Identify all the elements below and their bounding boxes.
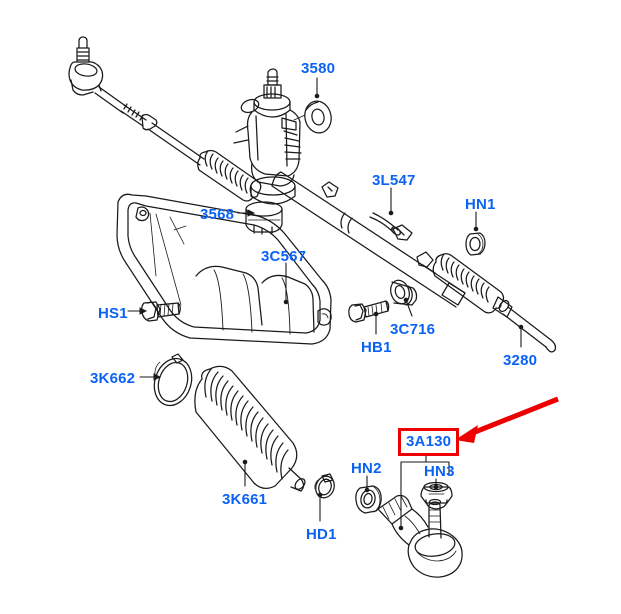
callout-HS1[interactable]: HS1 bbox=[98, 305, 128, 322]
outer-tie-rod-end-3A130 bbox=[377, 494, 463, 578]
tie-rod-jam-nut-HN2 bbox=[355, 485, 382, 514]
callout-3L547[interactable]: 3L547 bbox=[372, 172, 416, 189]
left-tie-rod-assembly bbox=[68, 36, 205, 166]
callout-3C716[interactable]: 3C716 bbox=[390, 321, 436, 338]
pinion-housing bbox=[233, 68, 302, 205]
callout-3K662[interactable]: 3K662 bbox=[90, 370, 136, 387]
heat-shield-bolt-HS1 bbox=[141, 301, 181, 322]
callout-HN2[interactable]: HN2 bbox=[351, 460, 382, 477]
right-bellows-and-inner-rod bbox=[432, 253, 557, 353]
steering-rack-tube bbox=[271, 171, 466, 308]
bellows-clamp-HD1 bbox=[314, 473, 335, 499]
callout-3K661[interactable]: 3K661 bbox=[222, 491, 268, 508]
mounting-bush-3C716 bbox=[390, 279, 418, 306]
leader-lines bbox=[127, 77, 524, 531]
callout-3C567[interactable]: 3C567 bbox=[261, 248, 307, 265]
heat-shield-3C567 bbox=[116, 193, 332, 345]
callout-HB1[interactable]: HB1 bbox=[361, 339, 392, 356]
mounting-bolt-HB1 bbox=[348, 300, 390, 323]
highlight-arrow bbox=[455, 396, 559, 443]
callout-3A130-highlighted[interactable]: 3A130 bbox=[398, 428, 460, 456]
callout-HN3[interactable]: HN3 bbox=[424, 463, 455, 480]
callout-3568[interactable]: 3568 bbox=[200, 206, 235, 223]
pinion-seal-3580 bbox=[304, 100, 332, 134]
bellows-clamp-3K662 bbox=[153, 353, 193, 407]
rack-nut-HN1 bbox=[465, 232, 486, 256]
callout-3580[interactable]: 3580 bbox=[301, 60, 336, 77]
callout-3280[interactable]: 3280 bbox=[503, 352, 538, 369]
callout-HN1[interactable]: HN1 bbox=[465, 196, 496, 213]
pinion-bush-3568 bbox=[245, 201, 283, 235]
callout-HD1[interactable]: HD1 bbox=[306, 526, 337, 543]
bellows-boot-3K661 bbox=[194, 365, 306, 492]
